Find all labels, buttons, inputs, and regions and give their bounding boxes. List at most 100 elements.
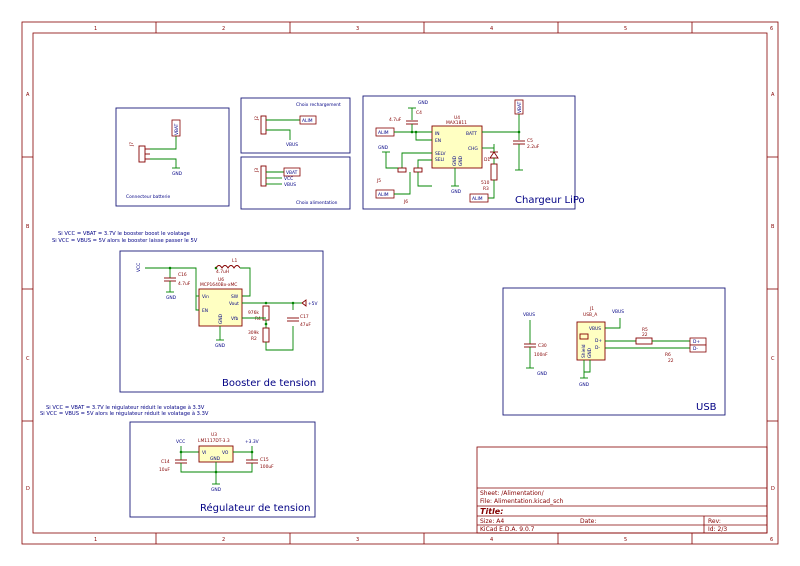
booster-note-2: Si VCC = VBUS = 5V alors le booster lais…	[52, 238, 198, 244]
r4-value: 976k	[248, 310, 259, 316]
pin-selv: SELV	[435, 151, 446, 157]
row-label: C	[771, 356, 775, 362]
net-vbus: VBUS	[612, 309, 624, 315]
col-label: 6	[770, 537, 773, 543]
pin-gnd: GND	[458, 155, 464, 166]
c14-ref: C14	[161, 459, 170, 465]
pin-batt: BATT	[466, 131, 477, 137]
u6-value: MCP1640Bx-xMC	[200, 282, 237, 288]
gnd-label: GND	[215, 343, 226, 349]
u4-ref: U4	[454, 115, 460, 121]
grid-labels: 1 2 3 4 5 6 1 2 3 4 5 6 A B C D A B C D	[26, 26, 775, 543]
col-label: 3	[356, 537, 359, 543]
pin-gnd: GND	[210, 456, 221, 462]
col-label: 2	[222, 26, 225, 32]
r6-value: 22	[668, 358, 674, 364]
net-vbat: VBAT	[517, 101, 523, 113]
pin-dplus: D+	[595, 338, 602, 344]
usb-icon	[579, 333, 589, 340]
c30-value: 100nF	[534, 352, 548, 358]
pin-en: EN	[435, 138, 441, 144]
pin-vin: Vin	[202, 294, 209, 300]
j1-ref: J1	[589, 306, 594, 312]
col-label: 4	[490, 537, 493, 543]
block-usb: USB VBUS C30 100nF GND J1 USB_A VBUS D+ …	[502, 287, 726, 416]
gnd-label: GND	[378, 145, 389, 151]
pin-dminus: D-	[595, 345, 600, 351]
u4-ic	[431, 125, 483, 169]
c15-ref: C15	[260, 457, 269, 463]
c30-ref: C30	[538, 343, 547, 349]
reg-note-1: Si VCC = VBAT = 3.7V le régulateur rédui…	[46, 404, 205, 411]
c17-value: 47uF	[300, 322, 311, 328]
net-vcc: VCC	[284, 176, 293, 182]
c5-value: 2.2uF	[527, 144, 540, 150]
block-regulateur-tension: Régulateur de tension VCC C14 10uF U3 LM…	[129, 421, 316, 518]
pin-gnd: GND	[587, 347, 593, 358]
pin-gnd: GND	[218, 313, 224, 324]
pin-sw: SW	[231, 294, 239, 300]
booster-note-1: Si VCC = VBAT = 3.7V le booster boost le…	[58, 231, 190, 237]
net-vbus: VBUS	[286, 142, 298, 148]
net-vcc: VCC	[136, 263, 142, 272]
r5-ref: R5	[642, 327, 648, 333]
net-vbus: VBUS	[523, 312, 535, 318]
row-label: A	[771, 92, 775, 98]
col-label: 2	[222, 537, 225, 543]
pin-chg: CHG	[468, 146, 478, 152]
block-title: Choix rechargement	[296, 102, 341, 108]
net-plus3v3: +3.3V	[245, 439, 259, 445]
block-booster-tension: Booster de tension VCC C16 4.7uF GND L1 …	[119, 250, 324, 393]
net-alim: ALIM	[472, 196, 483, 202]
title-block: Sheet: /Alimentation/ File: Alimentation…	[476, 446, 768, 534]
r5-value: 22	[642, 332, 648, 338]
c16-value: 4.7uF	[178, 281, 191, 287]
c4-ref: C4	[416, 110, 422, 116]
pin-seli: SELI	[435, 157, 444, 163]
block-title: Chargeur LiPo	[515, 195, 585, 206]
gnd-label: GND	[172, 171, 183, 177]
c15-value: 100uF	[260, 464, 274, 470]
pin-in: IN	[435, 131, 440, 137]
row-label: D	[26, 486, 30, 492]
tb-file: File: Alimentation.kicad_sch	[480, 498, 564, 505]
tb-id: Id: 2/3	[708, 526, 727, 533]
u3-ref: U3	[211, 432, 217, 438]
tb-size: Size: A4	[480, 518, 504, 525]
j1-usb-connector	[576, 321, 606, 361]
gnd-label: GND	[451, 189, 462, 195]
out-dminus: D-	[693, 346, 698, 352]
pin-vfb: Vfb	[231, 316, 239, 322]
pin-vbus: VBUS	[589, 326, 601, 332]
pin-shield: Shield	[581, 344, 587, 358]
c16-ref: C16	[178, 272, 187, 278]
r3-value: 510	[481, 180, 490, 186]
out-dplus: D+	[693, 339, 700, 345]
gnd-label: GND	[579, 382, 590, 388]
col-label: 6	[770, 26, 773, 32]
gnd-label: GND	[418, 100, 429, 106]
r6-ref: R6	[665, 352, 671, 358]
net-vbus: VBUS	[284, 182, 296, 188]
block-chargeur-lipo: Chargeur LiPo U4 MAX1811 IN EN SELV SELI…	[362, 95, 585, 210]
tb-tool: KiCad E.D.A. 9.0.7	[480, 526, 535, 533]
r3-ref: R3	[483, 186, 489, 192]
row-label: C	[26, 356, 30, 362]
j2-ref: J2	[254, 116, 260, 121]
pin-vout: Vout	[229, 301, 239, 307]
block-title: Choix alimentation	[296, 200, 338, 206]
col-label: 1	[94, 537, 97, 543]
tb-sheet: Sheet: /Alimentation/	[480, 490, 545, 497]
pin-vo: VO	[222, 450, 229, 456]
net-vcc: VCC	[176, 439, 185, 445]
net-alim: ALIM	[302, 118, 313, 124]
u6-ic	[198, 288, 243, 327]
block-title: Booster de tension	[222, 378, 316, 389]
tb-date: Date:	[580, 518, 596, 525]
block-choix-alimentation: J3 VBAT VCC VBUS Choix alimentation	[240, 156, 351, 210]
j7-ref: J7	[129, 142, 135, 147]
tb-rev: Rev:	[708, 518, 721, 525]
row-label: B	[26, 224, 30, 230]
gnd-label: GND	[166, 295, 177, 301]
